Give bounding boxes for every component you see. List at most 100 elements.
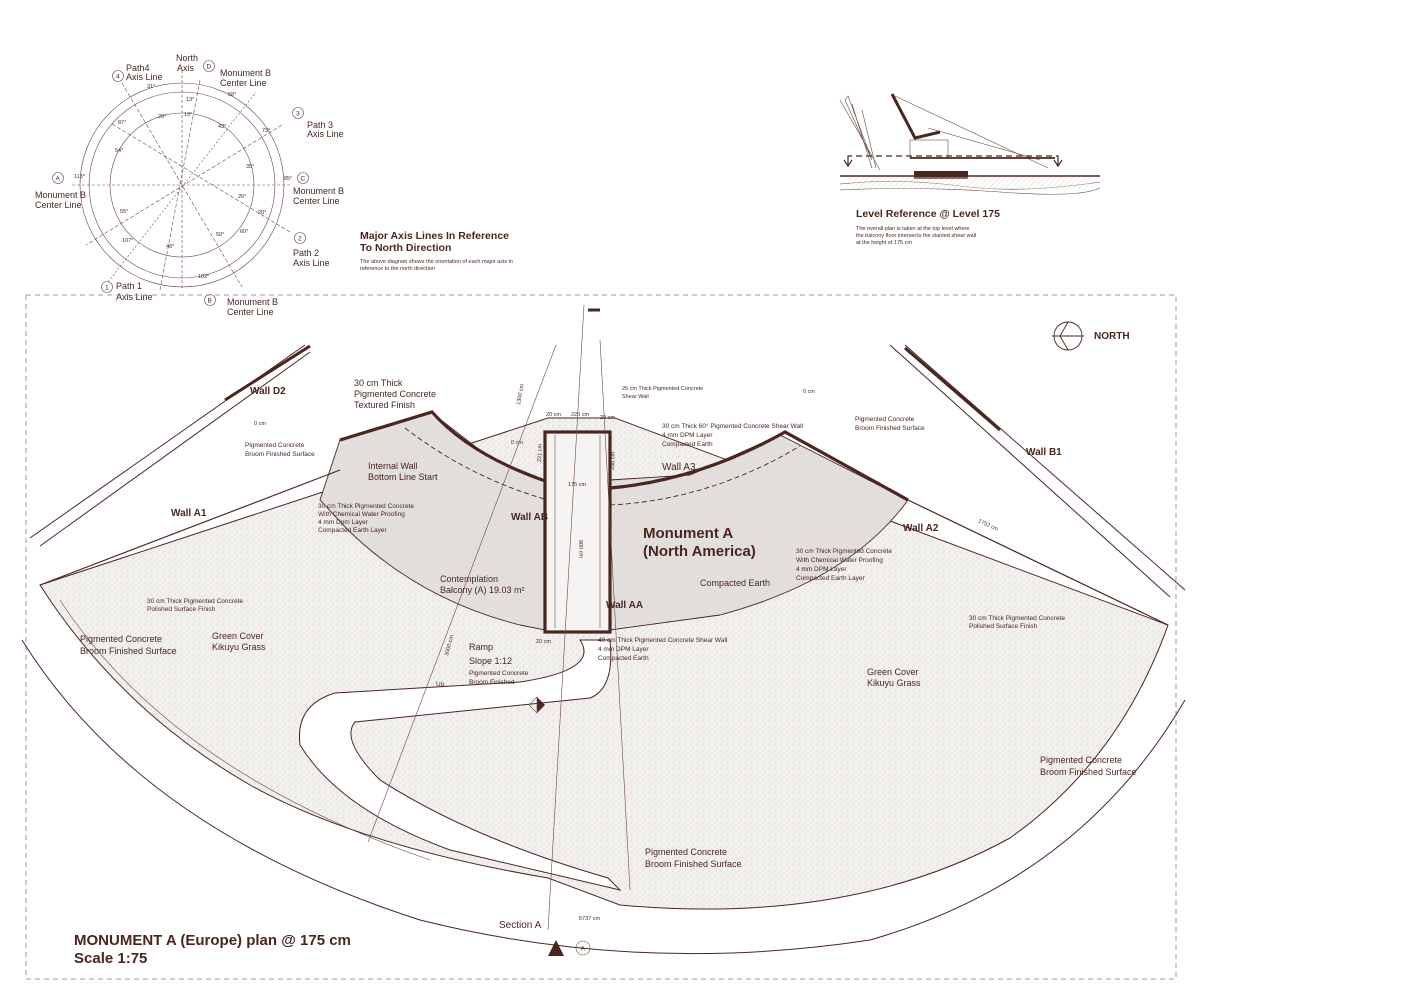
note-broom-right: Pigmented Concrete Broom Finished Surfac… — [1040, 755, 1137, 777]
svg-text:1: 1 — [105, 285, 109, 292]
svg-text:Wall B1: Wall B1 — [1026, 447, 1062, 458]
svg-text:43°: 43° — [218, 124, 226, 130]
marker-c: C Monument B Center Line — [293, 172, 344, 206]
svg-text:Axis Line: Axis Line — [116, 292, 153, 302]
svg-text:the balcony floor intersects t: the balcony floor intersects the slanted… — [856, 233, 976, 239]
marker-d: D Monument B Center Line — [203, 60, 271, 88]
svg-text:4 mm DPM Layer: 4 mm DPM Layer — [662, 432, 713, 439]
svg-text:Pigmented Concrete: Pigmented Concrete — [245, 442, 305, 449]
axis-note: Major Axis Lines In Reference To North D… — [360, 230, 513, 272]
svg-text:30 cm Thick 60° Pigmented Conc: 30 cm Thick 60° Pigmented Concrete Shear… — [662, 422, 804, 430]
svg-text:at the height of 175 cm: at the height of 175 cm — [856, 240, 912, 246]
svg-text:48°: 48° — [166, 244, 174, 250]
ramp-up-label: Up — [436, 681, 445, 688]
svg-text:Bottom Line Start: Bottom Line Start — [368, 472, 438, 482]
note-ramp-broom: Pigmented Concrete Broom Finished — [469, 670, 529, 686]
svg-text:35°: 35° — [246, 164, 254, 170]
svg-text:250 cm: 250 cm — [610, 451, 617, 470]
svg-text:Scale 1:75: Scale 1:75 — [74, 950, 147, 967]
svg-text:30 cm Thick Pigmented Concrete: 30 cm Thick Pigmented Concrete — [796, 548, 892, 555]
svg-text:20 cm: 20 cm — [600, 415, 615, 421]
svg-text:Level Reference @ Level 175: Level Reference @ Level 175 — [856, 208, 1000, 220]
wall-left-inner-dashed — [404, 427, 549, 501]
svg-text:Pigmented Concrete: Pigmented Concrete — [469, 670, 529, 677]
inner-border-arc — [59, 599, 431, 861]
svg-text:13°: 13° — [186, 97, 194, 103]
svg-text:1752 cm: 1752 cm — [977, 518, 999, 533]
svg-text:Wall AB: Wall AB — [511, 512, 548, 523]
note-polished-left: 30 cm Thick Pigmented Concrete Polished … — [147, 598, 243, 613]
svg-text:4 mm DPM Layer: 4 mm DPM Layer — [598, 646, 649, 653]
svg-text:4 mm Dpm Layer: 4 mm Dpm Layer — [318, 519, 369, 526]
svg-text:4 mm DPM Layer: 4 mm DPM Layer — [796, 566, 847, 573]
note-compacted-earth: Compacted Earth — [700, 578, 770, 588]
svg-text:Wall A1: Wall A1 — [171, 508, 207, 519]
svg-text:3: 3 — [296, 111, 300, 118]
axis-compass-diagram — [72, 70, 292, 291]
svg-text:Monument B: Monument B — [220, 68, 271, 78]
svg-text:Center Line: Center Line — [227, 307, 274, 317]
svg-text:Section A: Section A — [499, 920, 542, 931]
svg-text:North: North — [176, 53, 198, 63]
wall-a2-line — [907, 499, 1169, 626]
svg-text:0 cm: 0 cm — [511, 440, 523, 446]
svg-text:Polished Surface Finish: Polished Surface Finish — [147, 606, 216, 613]
svg-text:Kikuyu Grass: Kikuyu Grass — [212, 642, 266, 652]
monument-title: Monument A (North America) — [643, 525, 756, 560]
drawing-title: MONUMENT A (Europe) plan @ 175 cm Scale … — [74, 932, 351, 967]
level-reference-section — [839, 93, 1101, 195]
svg-text:Compacted Earth Layer: Compacted Earth Layer — [318, 527, 387, 534]
note-shear-25: 25 cm Thick Pigmented Concrete Shear Wal… — [622, 386, 703, 400]
svg-text:Green Cover: Green Cover — [867, 667, 919, 677]
svg-text:102°: 102° — [198, 274, 209, 280]
svg-text:1300 cm: 1300 cm — [516, 383, 526, 405]
marker-path3: 3 Path 3 Axis Line — [292, 107, 344, 139]
svg-text:30 cm Thick Pigmented Concrete: 30 cm Thick Pigmented Concrete — [147, 598, 243, 605]
wall-b1-shape — [889, 344, 1186, 598]
svg-text:Major Axis Lines In Reference: Major Axis Lines In Reference — [360, 230, 509, 242]
svg-text:Broom Finished Surface: Broom Finished Surface — [1040, 767, 1137, 777]
svg-text:29°: 29° — [158, 114, 166, 120]
marker-a: A Monument B Center Line — [35, 172, 86, 210]
section-axis-line — [547, 304, 585, 931]
svg-text:Broom Finished Surface: Broom Finished Surface — [855, 425, 925, 432]
svg-text:107°: 107° — [122, 238, 133, 244]
svg-text:Path 3: Path 3 — [307, 120, 333, 130]
svg-text:Compacted Earth: Compacted Earth — [598, 655, 649, 662]
svg-text:20 cm: 20 cm — [546, 412, 561, 418]
svg-text:175 cm: 175 cm — [568, 482, 586, 488]
svg-text:0 cm: 0 cm — [254, 421, 266, 427]
note-internal-wall: Internal Wall Bottom Line Start — [368, 461, 438, 482]
svg-text:Wall AA: Wall AA — [606, 600, 643, 611]
note-polished-right: 30 cm Thick Pigmented Concrete Polished … — [969, 615, 1065, 630]
svg-text:Kikuyu Grass: Kikuyu Grass — [867, 678, 921, 688]
section-a-marker: Section A A — [499, 920, 591, 956]
svg-text:Monument A: Monument A — [643, 525, 733, 542]
svg-text:Path 1: Path 1 — [116, 281, 142, 291]
svg-text:5737 cm: 5737 cm — [579, 916, 601, 922]
svg-text:58°: 58° — [228, 92, 236, 98]
svg-text:Compacted Earth Layer: Compacted Earth Layer — [796, 575, 865, 582]
svg-text:Pigmented Concrete: Pigmented Concrete — [80, 634, 162, 644]
svg-text:reference to the north directi: reference to the north direction — [360, 266, 435, 272]
svg-text:Slope 1:12: Slope 1:12 — [469, 656, 512, 666]
svg-text:113°: 113° — [74, 174, 85, 180]
svg-text:2: 2 — [298, 236, 302, 243]
svg-text:30 cm Thick Pigmented Concrete: 30 cm Thick Pigmented Concrete — [969, 615, 1065, 622]
svg-text:Balcony (A) 19.03 m²: Balcony (A) 19.03 m² — [440, 585, 525, 595]
svg-text:Wall A2: Wall A2 — [903, 523, 939, 534]
svg-text:3000 cm: 3000 cm — [444, 634, 455, 656]
note-broom-left: Pigmented Concrete Broom Finished Surfac… — [80, 634, 177, 656]
svg-text:55°: 55° — [120, 209, 128, 215]
wall-right-inner-dashed — [609, 445, 801, 506]
svg-text:(North America): (North America) — [643, 543, 756, 560]
marker-path2: 2 Path 2 Axis Line — [293, 232, 330, 268]
svg-text:Monument B: Monument B — [35, 190, 86, 200]
note-green-left: Green Cover Kikuyu Grass — [212, 631, 266, 652]
svg-text:Pigmented Concrete: Pigmented Concrete — [1040, 755, 1122, 765]
svg-text:Green Cover: Green Cover — [212, 631, 264, 641]
svg-text:Path4: Path4 — [126, 63, 150, 73]
svg-text:Internal Wall: Internal Wall — [368, 461, 418, 471]
plan-frame — [25, 294, 1177, 980]
